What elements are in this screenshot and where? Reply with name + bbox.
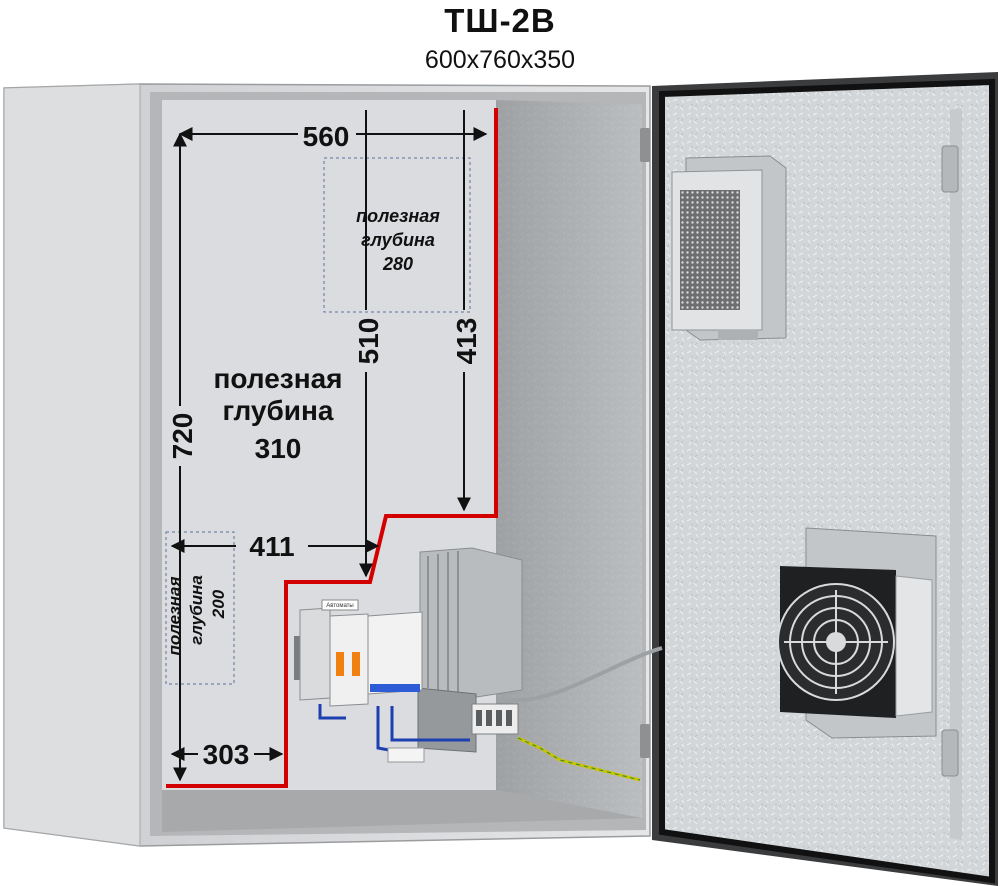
dim-height: 720 xyxy=(167,413,198,460)
dim-height-510: 510 xyxy=(353,318,384,365)
model-title: ТШ-2В xyxy=(444,2,556,39)
fan-cable xyxy=(519,646,663,702)
cabinet-body xyxy=(3,83,651,847)
wiring xyxy=(318,704,641,782)
depth-lower-line1: полезная xyxy=(165,577,184,656)
breaker-tag: Автоматы xyxy=(326,603,353,609)
depth-lower-line2: глубина xyxy=(187,575,206,645)
depth-lower-value: 200 xyxy=(209,589,228,619)
heater-icon xyxy=(417,547,523,753)
cabinet-floor xyxy=(162,790,642,832)
depth-upper-line2: глубина xyxy=(361,230,435,250)
dim-inner-width: 560 xyxy=(303,121,350,152)
usable-space-boundary xyxy=(166,108,498,788)
model-dimensions: 600x760x350 xyxy=(424,46,576,74)
depth-zone-200 xyxy=(165,531,235,685)
terminal-block-icon xyxy=(471,703,519,735)
din-rail-icon xyxy=(294,599,423,707)
depth-upper-line1: полезная xyxy=(356,206,440,226)
dim-width-303: 303 xyxy=(203,739,250,770)
fan-filter-icon xyxy=(777,527,937,739)
dimension-lines xyxy=(170,110,488,782)
depth-main-line2: глубина xyxy=(223,395,334,426)
depth-zone-280 xyxy=(323,157,471,313)
depth-upper-value: 280 xyxy=(382,254,413,274)
dim-width-411: 411 xyxy=(249,531,294,562)
depth-main-line1: полезная xyxy=(213,363,342,394)
depth-main-value: 310 xyxy=(255,433,302,464)
vent-grille-icon xyxy=(671,155,787,341)
dim-height-413: 413 xyxy=(451,318,482,365)
